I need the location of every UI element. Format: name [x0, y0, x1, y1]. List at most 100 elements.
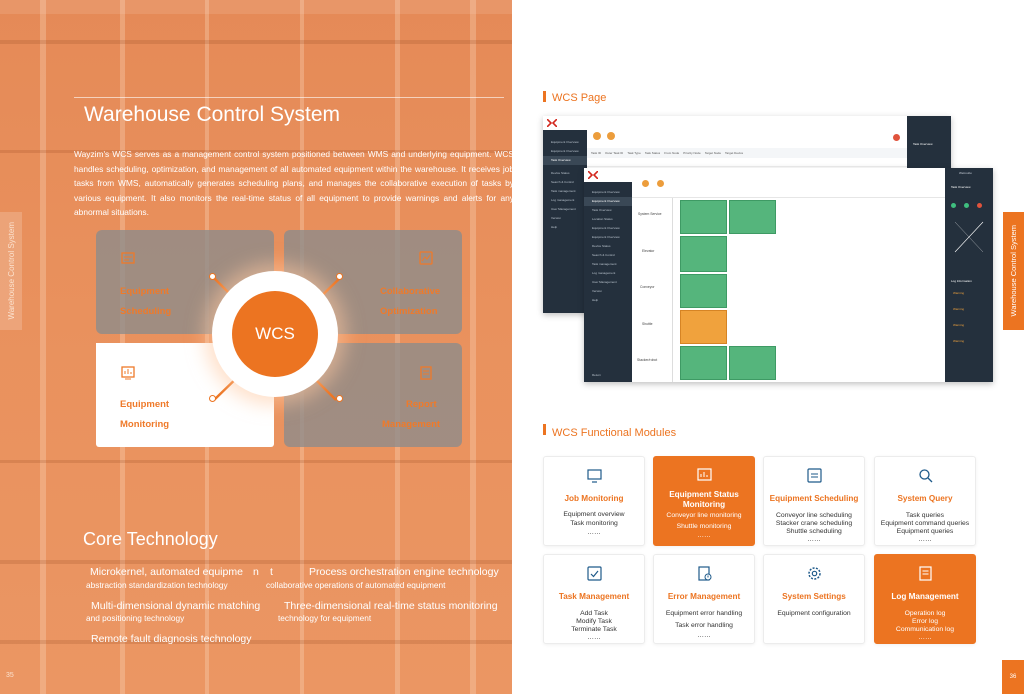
task-overview-label: Task Overview — [913, 142, 933, 146]
sidebar-item[interactable]: Log management — [592, 271, 616, 275]
schedule-icon — [807, 468, 822, 483]
sidebar-item[interactable]: Equipment Overview — [584, 197, 632, 206]
back-topbar — [587, 116, 907, 130]
module-item: Shuttle scheduling — [786, 528, 842, 535]
tech-item-1: Microkernel, automated equipme — [90, 566, 243, 578]
device-cell[interactable] — [680, 236, 727, 272]
modules-title: WCS Functional Modules — [552, 427, 677, 439]
side-tab-right: Warehouse Control System — [1003, 212, 1024, 330]
tech-item-2: Process orchestration engine technology — [309, 566, 499, 578]
quadrant-label-1b: Scheduling — [120, 306, 172, 317]
grid-divider — [672, 198, 673, 382]
device-cell[interactable] — [680, 200, 727, 234]
sidebar-item[interactable]: Equipment Overview — [592, 235, 620, 239]
table-row[interactable] — [587, 159, 907, 167]
module-item: …… — [918, 536, 932, 543]
tech-item-3: Multi-dimensional dynamic matching — [91, 600, 261, 612]
page-title: Warehouse Control System — [84, 103, 340, 126]
device-cell[interactable] — [729, 346, 776, 380]
front-sidebar: Equipment Overview Equipment Overview Ta… — [584, 168, 632, 382]
sidebar-item[interactable]: Location Status — [592, 217, 613, 221]
sidebar-item[interactable]: Task management — [592, 262, 617, 266]
module-item: Error log — [911, 618, 939, 625]
module-item: …… — [587, 634, 601, 641]
log-warning: Warning — [953, 291, 965, 295]
sidebar-item[interactable]: User Management — [592, 280, 617, 284]
log-icon — [919, 566, 932, 581]
module-card-log-management: Log Management Operation log Error log C… — [874, 554, 976, 644]
log-warning: Warning — [953, 323, 965, 327]
module-item: Modify Task — [576, 618, 612, 625]
back-toolbar — [593, 132, 615, 140]
error-icon — [698, 566, 712, 581]
sidebar-item[interactable]: Search & Control — [592, 253, 615, 257]
sidebar-item[interactable]: Device Status — [592, 244, 611, 248]
module-title: Log Management — [891, 592, 959, 601]
device-cell[interactable] — [729, 200, 776, 234]
status-dots — [945, 189, 993, 208]
device-cell[interactable] — [680, 274, 727, 308]
monitor-icon — [587, 469, 602, 483]
col-header: Target Device — [724, 151, 744, 155]
search-icon — [919, 469, 933, 483]
sidebar-item[interactable]: Equipment Overview — [592, 226, 620, 230]
user-label: Wetroubo — [959, 171, 972, 175]
task-icon — [587, 566, 602, 581]
task-overview-label: Task Overview — [951, 185, 971, 189]
back-table-header: Task ID Outer Task ID Task Type Task Sta… — [587, 148, 907, 158]
tech-item-2-sub: collaborative operations of automated eq… — [266, 580, 446, 590]
back-sidebar: Equipment Overview Equipment Overview Ta… — [543, 116, 587, 313]
tech-item-1-frag-a: n — [253, 566, 259, 578]
tech-item-1-sub: abstraction standardization technology — [86, 580, 228, 590]
tech-item-3-sub: and positioning technology — [86, 613, 185, 623]
config-icon[interactable] — [593, 132, 601, 140]
quadrant-collaborative-optimization: Collaborative Optimization — [284, 230, 462, 334]
quadrant-label-1a: Equipment — [120, 286, 170, 297]
front-toolbar — [632, 168, 945, 198]
module-item: Communication log — [895, 626, 955, 633]
sidebar-item-return[interactable]: Return — [592, 373, 602, 377]
right-page: WCS Page Equipment Overview Equipment Ov… — [512, 0, 1024, 694]
log-warning: Warning — [953, 307, 965, 311]
row-label: System Service — [638, 212, 662, 216]
wcs-core: WCS — [232, 291, 318, 377]
device-cell[interactable] — [680, 346, 727, 380]
row-label: Elevator — [642, 249, 655, 253]
wcs-page-title: WCS Page — [552, 92, 607, 104]
side-tab-right-label: Warehouse Control System — [1009, 225, 1018, 317]
row-label: Conveyor — [640, 285, 655, 289]
intro-paragraph: Wayzim's WCS serves as a management cont… — [74, 149, 512, 218]
connector-dot — [209, 395, 216, 402]
set-icon[interactable] — [607, 132, 615, 140]
module-title: Job Monitoring — [564, 494, 624, 503]
front-right-panel: Wetroubo Task Overview Log Information W… — [945, 168, 993, 382]
core-technology-title: Core Technology — [83, 529, 218, 549]
back-logo — [543, 116, 587, 130]
monitor-chart-icon — [121, 366, 135, 380]
sidebar-item[interactable]: Task Overview — [592, 208, 612, 212]
module-item: Shuttle monitoring — [676, 523, 732, 530]
device-cell-warning[interactable] — [680, 310, 727, 344]
screenshot-front: Equipment Overview Equipment Overview Ta… — [584, 168, 993, 382]
module-card-job-monitoring: Job Monitoring Equipment overview Task m… — [543, 456, 645, 546]
settings-icon — [808, 567, 821, 580]
module-title: Task Management — [558, 592, 630, 601]
module-card-system-settings: System Settings Equipment configuration — [763, 554, 865, 644]
sidebar-item[interactable]: Help — [592, 298, 599, 302]
close-icon[interactable] — [893, 134, 900, 141]
side-tab: Warehouse Control System — [0, 212, 22, 330]
col-header: Target Node — [704, 151, 721, 155]
module-card-equipment-scheduling: Equipment Scheduling Conveyor line sched… — [763, 456, 865, 546]
module-item: …… — [807, 536, 821, 543]
sidebar-item[interactable]: Version — [592, 289, 603, 293]
schedule-icon — [121, 252, 135, 264]
sidebar-item[interactable]: Equipment Overview — [592, 190, 620, 194]
set-icon[interactable] — [657, 180, 664, 187]
col-header: Task ID — [591, 151, 602, 155]
module-title: System Settings — [782, 592, 846, 601]
config-icon[interactable] — [642, 180, 649, 187]
module-item: …… — [587, 529, 601, 536]
col-header: Priority Node — [683, 151, 701, 155]
col-header: Task Type — [627, 151, 641, 155]
